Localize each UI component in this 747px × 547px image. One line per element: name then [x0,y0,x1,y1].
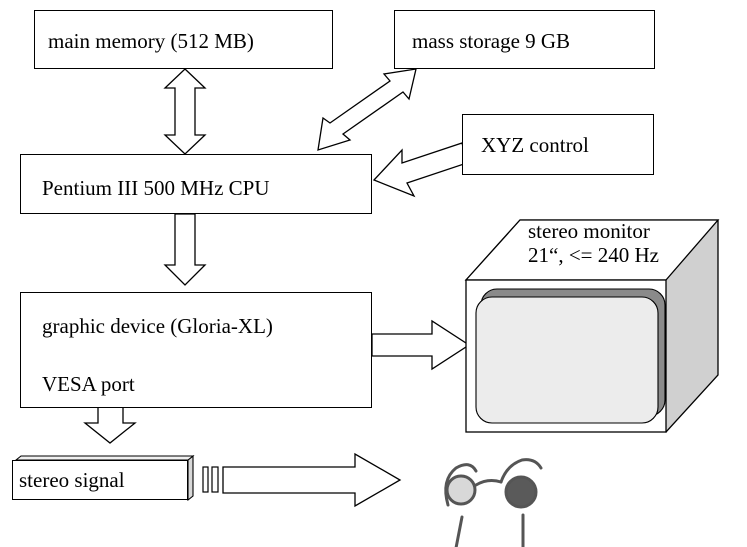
cpu-box: Pentium III 500 MHz CPU [20,154,372,214]
memory-cpu-arrow [163,68,207,155]
signal-emitter-arrow [202,452,402,508]
stereo-signal-edge [187,454,194,502]
cpu-label: Pentium III 500 MHz CPU [42,176,270,200]
stereo-signal-label: stereo signal [19,468,125,492]
cpu-graphics-arrow [163,213,207,286]
mass-storage-label: mass storage 9 GB [412,29,571,53]
mass-storage-box: mass storage 9 GB [394,10,655,69]
storage-cpu-arrow [317,68,417,151]
monitor-title: stereo monitor [528,219,650,243]
xyz-cpu-arrow [372,142,468,198]
stereo-glasses-icon [444,458,543,547]
graphics-monitor-arrow [371,319,471,371]
xyz-control-label: XYZ control [481,133,589,157]
graphic-device-label: graphic device (Gloria-XL) [42,314,273,338]
graphic-device-box: graphic device (Gloria-XL) VESA port [20,292,372,408]
stereo-signal-box: stereo signal [12,460,188,500]
xyz-control-box: XYZ control [462,114,654,175]
vesa-port-label: VESA port [42,372,135,396]
monitor-spec: 21“, <= 240 Hz [528,243,659,267]
main-memory-label: main memory (512 MB) [48,29,254,53]
main-memory-box: main memory (512 MB) [34,10,333,69]
monitor-icon [464,219,720,433]
